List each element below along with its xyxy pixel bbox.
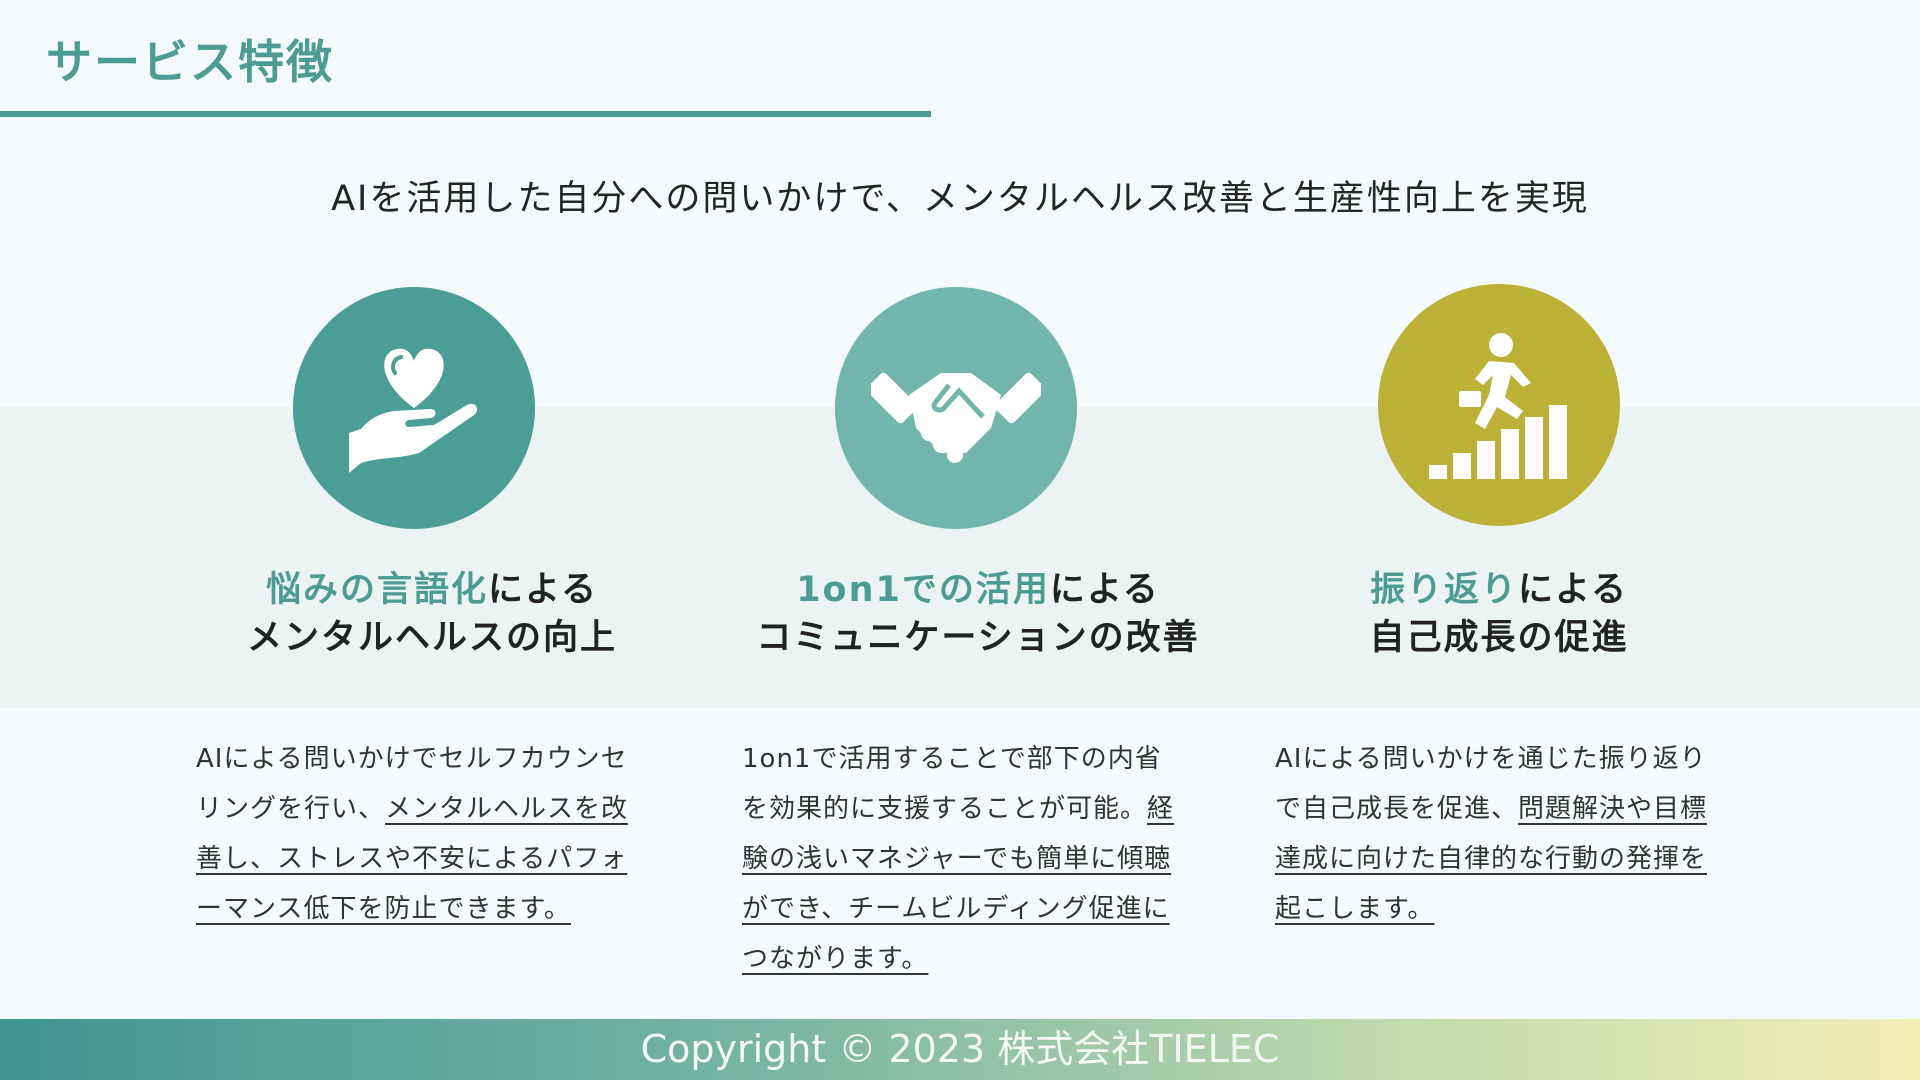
feature-1-body-underlined: メンタルヘルスを改善し、ストレスや不安によるパフォーマンス低下を防止できます。 [196, 794, 629, 924]
feature-3-heading-line2: 自己成長の促進 [1369, 618, 1629, 658]
feature-3-heading-rest: による [1518, 570, 1628, 610]
feature-2-body-underlined: 経験の浅いマネジャーでも簡単に傾聴ができ、チームビルディング促進につながります。 [742, 794, 1175, 974]
feature-2-heading-rest: による [1049, 570, 1160, 610]
feature-2-heading-accent: 1on1での活用 [796, 570, 1050, 610]
feature-3-body-underlined: 問題解決や目標達成に向けた自律的な行動の発揮を起こします。 [1275, 794, 1708, 924]
feature-1-body-plain: AIによる問いかけでセルフカウンセリングを行い、 [196, 744, 628, 824]
heart-hand-icon [349, 348, 478, 473]
feature-1-heading: 悩みの言語化による メンタルヘルスの向上 [152, 566, 712, 662]
growth-climb-icon [1429, 333, 1567, 479]
feature-2-body-plain: 1on1で活用することで部下の内省を効果的に支援することが可能。 [742, 744, 1162, 824]
feature-2-heading: 1on1での活用による コミュニケーションの改善 [698, 566, 1258, 662]
page-title: サービス特徴 [46, 35, 334, 89]
feature-3-heading: 振り返りによる 自己成長の促進 [1219, 566, 1779, 662]
copyright-footer: Copyright © 2023 株式会社TIELEC [0, 1019, 1920, 1080]
title-underline [0, 111, 931, 117]
feature-3-heading-accent: 振り返り [1370, 570, 1519, 610]
feature-1-heading-accent: 悩みの言語化 [266, 570, 489, 610]
page-subtitle: AIを活用した自分への問いかけで、メンタルヘルス改善と生産性向上を実現 [331, 179, 1589, 219]
feature-3-body-plain: AIによる問いかけを通じた振り返りで自己成長を促進、 [1275, 744, 1707, 824]
feature-2-icon-circle [835, 287, 1077, 529]
handshake-icon [871, 372, 1041, 463]
feature-1-heading-line2: メンタルヘルスの向上 [246, 618, 617, 658]
feature-3-icon-circle [1378, 284, 1620, 526]
feature-3-description: AIによる問いかけを通じた振り返りで自己成長を促進、問題解決や目標達成に向けた自… [1275, 734, 1715, 934]
feature-2-heading-line2: コミュニケーションの改善 [756, 618, 1200, 658]
feature-1-description: AIによる問いかけでセルフカウンセリングを行い、メンタルヘルスを改善し、ストレス… [196, 734, 636, 934]
feature-1-heading-rest: による [488, 570, 598, 610]
feature-2-description: 1on1で活用することで部下の内省を効果的に支援することが可能。経験の浅いマネジ… [742, 734, 1182, 984]
feature-1-icon-circle [293, 287, 535, 529]
